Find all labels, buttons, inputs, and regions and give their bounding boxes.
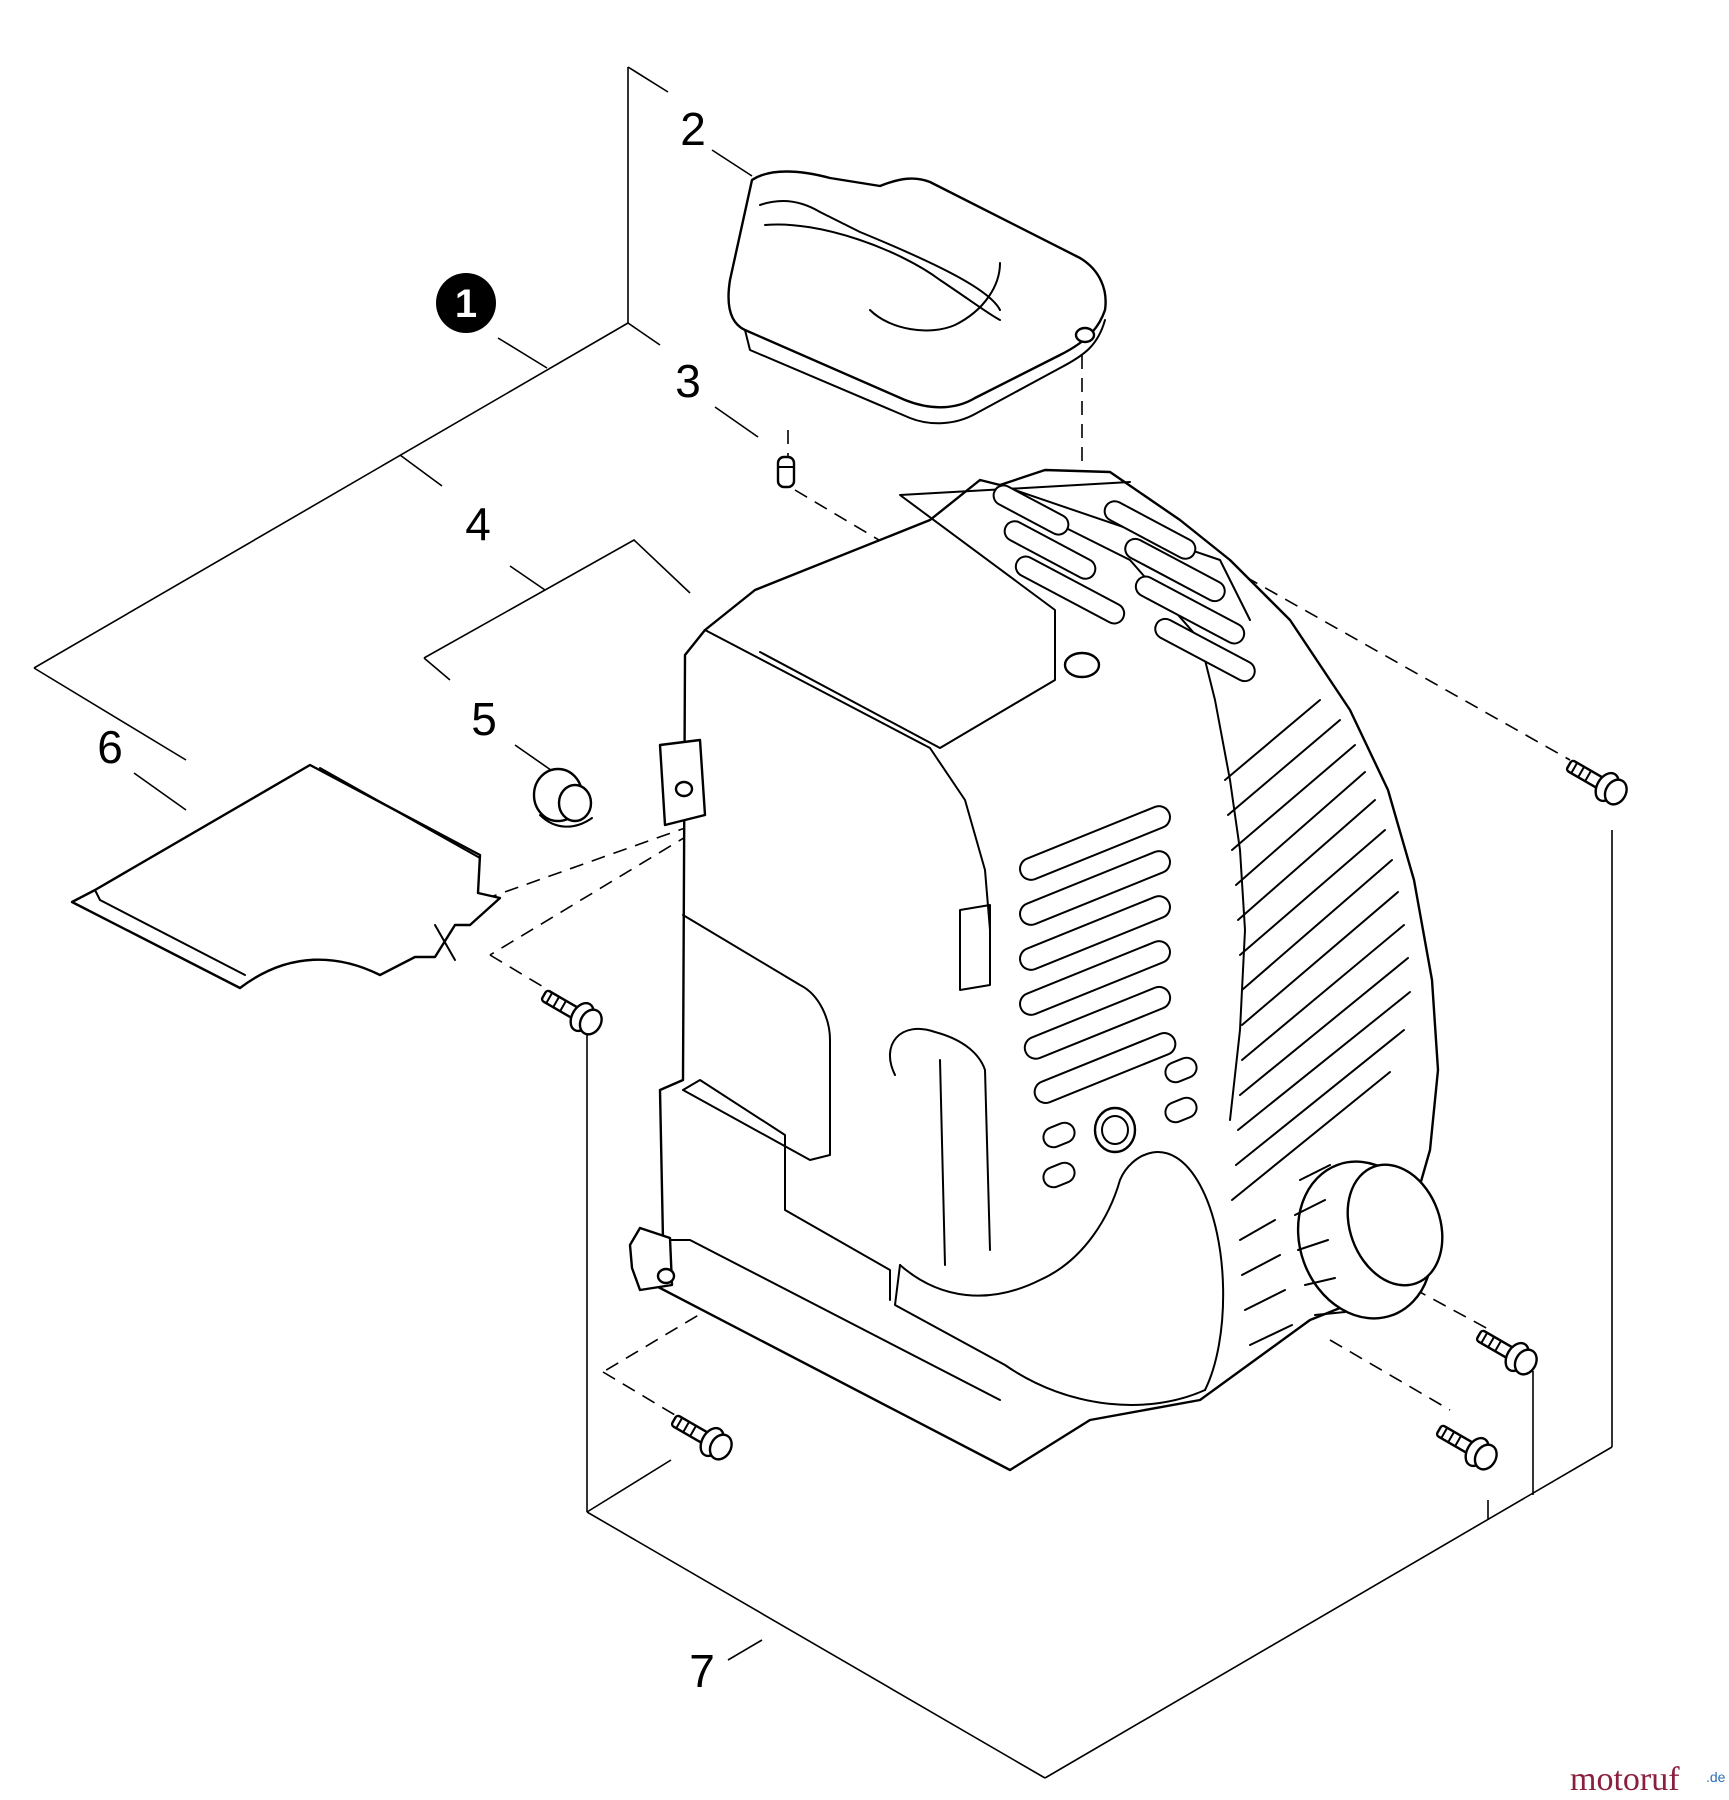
callout-4: 4 [465, 498, 491, 550]
callout-5: 5 [471, 693, 497, 745]
screw-3 [1475, 1329, 1538, 1376]
cooling-slots-top [992, 484, 1256, 683]
screw-5 [670, 1414, 733, 1461]
cooling-fins-side [1224, 699, 1411, 1346]
screw-4 [1435, 1424, 1498, 1471]
callout-7: 7 [689, 1645, 715, 1697]
starter-boss [1294, 1160, 1444, 1320]
grommet-part [532, 767, 593, 828]
assembly-callout-badge [436, 273, 496, 333]
callout-2: 2 [680, 103, 706, 155]
screw-group [540, 759, 1628, 1471]
watermark: motoruf .de [1570, 1761, 1726, 1798]
screw-1 [540, 989, 603, 1036]
watermark-main: motoruf [1570, 1761, 1680, 1798]
top-cover-part [727, 170, 1107, 425]
cylinder-cover-body [628, 468, 1440, 1472]
cooling-slots-front [1019, 805, 1198, 1189]
callout-3: 3 [675, 355, 701, 407]
plug-part [776, 455, 796, 489]
callout-6: 6 [97, 721, 123, 773]
screw-2 [1565, 759, 1628, 806]
plate-part [70, 763, 502, 990]
callout-1: 1 [455, 282, 477, 326]
callout-numbers: 1 2 3 4 5 6 7 [97, 103, 715, 1697]
leader-lines [33, 66, 1613, 1779]
watermark-tld: .de [1706, 1769, 1726, 1785]
